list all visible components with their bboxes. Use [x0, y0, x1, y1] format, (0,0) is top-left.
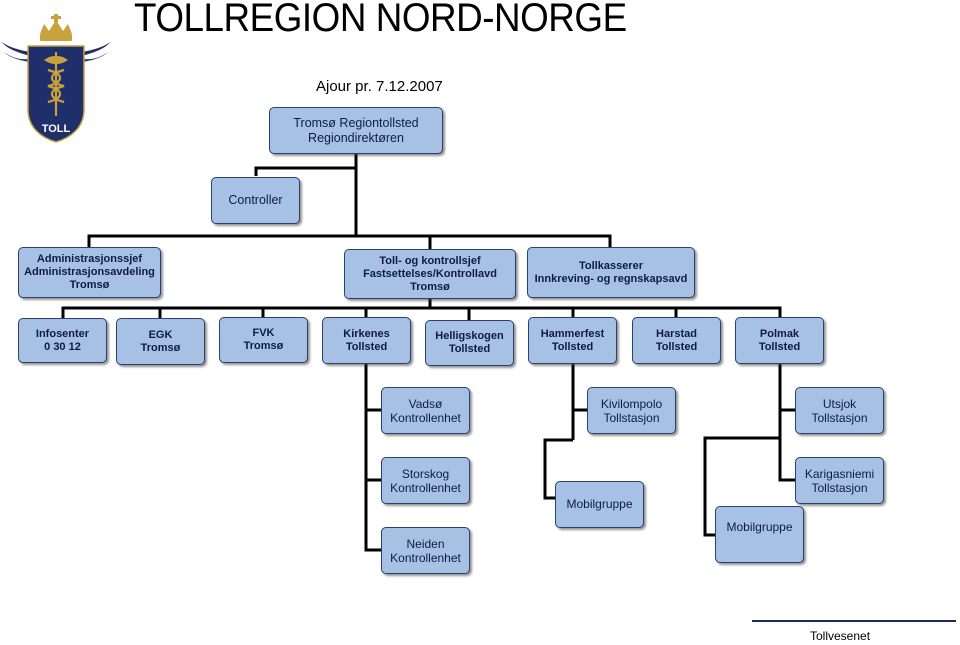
box-hammerfest: Hammerfest Tollsted	[528, 317, 617, 364]
box-controller: Controller	[211, 177, 300, 224]
tollkasserer-line-1: Tollkasserer	[578, 259, 643, 272]
egk-line-2: Tromsø	[140, 341, 181, 354]
box-kivilompolo: Kivilompolo Tollstasjon	[587, 387, 676, 434]
toll-kontroll-line-1: Toll- og kontrollsjef	[379, 254, 481, 267]
mobilgruppe-2-label: Mobilgruppe	[726, 520, 793, 534]
polmak-line-2: Tollsted	[758, 340, 801, 353]
logo-crown	[40, 14, 72, 41]
fvk-line-1: FVK	[252, 327, 275, 339]
box-vadso: Vadsø Kontrollenhet	[381, 387, 470, 434]
storskog-line-2: Kontrollenhet	[390, 480, 461, 495]
kirkenes-line-2: Tollsted	[345, 340, 388, 353]
box-mobilgruppe-2: Mobilgruppe	[715, 506, 804, 563]
controller-label: Controller	[228, 193, 283, 207]
utsjok-line-2: Tollstasjon	[811, 410, 868, 425]
vadso-line-1: Vadsø	[408, 396, 443, 411]
box-infosenter: Infosenter 0 30 12	[18, 318, 107, 363]
mobilgruppe-1-label: Mobilgruppe	[566, 497, 633, 511]
logo-text: TOLL	[42, 123, 71, 135]
storskog-line-1: Storskog	[401, 466, 450, 481]
box-region-head: Tromsø Regiontollsted Regiondirektøren	[269, 107, 443, 154]
page-title: TOLLREGION NORD-NORGE	[134, 0, 627, 40]
kirkenes-line-1: Kirkenes	[343, 327, 390, 340]
administrasjon-line-2: Administrasjonsavdeling	[24, 266, 155, 278]
harstad-line-2: Tollsted	[655, 340, 698, 353]
egk-line-1: EGK	[148, 328, 173, 341]
connector-mobilgruppe-1	[543, 438, 573, 500]
neiden-line-1: Neiden	[406, 536, 445, 551]
box-kirkenes: Kirkenes Tollsted	[322, 317, 411, 364]
infosenter-line-2: 0 30 12	[44, 340, 81, 353]
box-mobilgruppe-1: Mobilgruppe	[555, 481, 644, 528]
connector-level2	[87, 234, 612, 247]
connector-controller-branch	[254, 166, 356, 176]
infosenter-line-1: Infosenter	[35, 327, 90, 340]
box-toll-kontroll: Toll- og kontrollsjef Fastsettelses/Kont…	[344, 249, 516, 299]
box-fvk: FVK Tromsø	[219, 317, 308, 363]
logo-left-wing	[2, 42, 30, 62]
neiden-line-2: Kontrollenhet	[390, 550, 461, 565]
box-egk: EGK Tromsø	[116, 318, 205, 365]
toll-kontroll-line-2: Fastsettelses/Kontrollavd	[363, 267, 497, 280]
box-polmak: Polmak Tollsted	[735, 317, 824, 364]
helligskogen-line-2: Tollsted	[448, 343, 491, 355]
administrasjon-line-3: Tromsø	[69, 279, 110, 291]
hammerfest-line-1: Hammerfest	[540, 327, 605, 340]
footer-divider	[752, 620, 956, 622]
connector-hammerfest-sub	[571, 364, 587, 412]
harstad-line-1: Harstad	[656, 327, 697, 340]
connector-mobilgruppe-2	[703, 436, 780, 537]
box-tollkasserer: Tollkasserer Innkreving- og regnskapsavd	[527, 247, 695, 298]
karigasniemi-line-2: Tollstasjon	[811, 480, 868, 495]
kivilompolo-line-1: Kivilompolo	[600, 396, 663, 411]
box-storskog: Storskog Kontrollenhet	[381, 457, 470, 504]
region-head-line-2: Regiondirektøren	[308, 130, 404, 145]
connector-kirkenes-sub	[364, 364, 381, 552]
connector-level3	[61, 306, 782, 318]
polmak-line-1: Polmak	[759, 327, 800, 340]
region-head-line-1: Tromsø Regiontollsted	[293, 115, 419, 130]
box-karigasniemi: Karigasniemi Tollstasjon	[795, 457, 884, 504]
box-administrasjon: Administrasjonssjef Administrasjonsavdel…	[18, 247, 161, 298]
karigasniemi-line-1: Karigasniemi	[804, 466, 875, 481]
utsjok-line-1: Utsjok	[822, 396, 857, 411]
toll-kontroll-line-3: Tromsø	[410, 280, 450, 293]
fvk-line-2: Tromsø	[243, 340, 284, 352]
tollkasserer-line-2: Innkreving- og regnskapsavd	[534, 272, 688, 285]
footer-text: Tollvesenet	[810, 629, 871, 643]
box-helligskogen: Helligskogen Tollsted	[425, 320, 514, 366]
toll-logo: TOLL	[2, 14, 110, 143]
connector-polmak-sub	[778, 364, 795, 482]
hammerfest-line-2: Tollsted	[551, 340, 594, 353]
box-utsjok: Utsjok Tollstasjon	[795, 387, 884, 434]
logo-caduceus	[44, 52, 68, 116]
box-harstad: Harstad Tollsted	[632, 317, 721, 364]
updated-date: Ajour pr. 7.12.2007	[316, 78, 443, 95]
logo-right-wing	[82, 42, 110, 62]
vadso-line-2: Kontrollenhet	[390, 410, 461, 425]
administrasjon-line-1: Administrasjonssjef	[36, 253, 143, 265]
helligskogen-line-1: Helligskogen	[435, 330, 504, 342]
kivilompolo-line-2: Tollstasjon	[603, 410, 660, 425]
box-neiden: Neiden Kontrollenhet	[381, 527, 470, 574]
